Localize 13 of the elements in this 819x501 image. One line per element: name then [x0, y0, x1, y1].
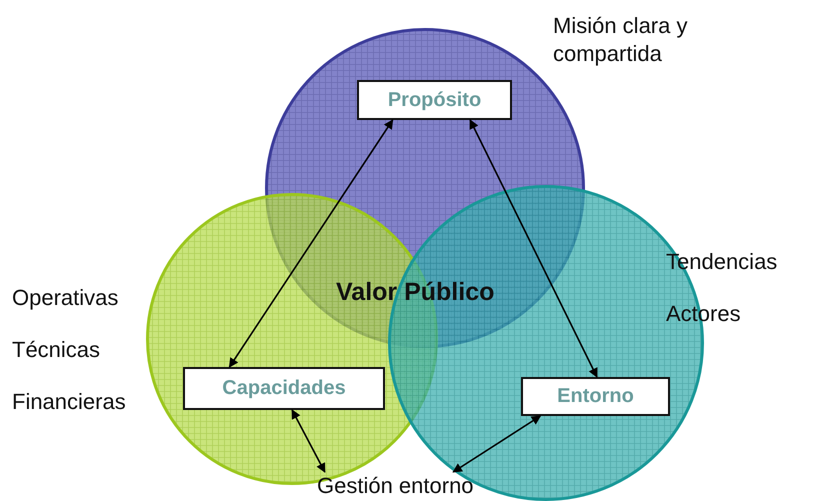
center-label: Valor Público — [336, 277, 494, 308]
double-arrow — [452, 415, 542, 473]
label-box: Entorno — [521, 377, 670, 416]
double-arrow — [228, 119, 394, 368]
caption-text: Gestión entorno — [317, 472, 474, 500]
double-arrow — [469, 119, 598, 378]
caption-text: Misión clara y compartida — [553, 12, 688, 67]
double-arrow — [291, 409, 326, 473]
label-box: Propósito — [357, 80, 512, 120]
caption-text: Técnicas — [12, 336, 100, 364]
label-box: Capacidades — [183, 367, 385, 410]
caption-text: Financieras — [12, 388, 126, 416]
caption-text: Operativas — [12, 284, 118, 312]
